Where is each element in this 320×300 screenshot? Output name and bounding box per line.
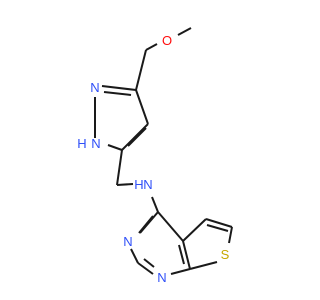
- bond-o-ch2: [145, 43, 158, 51]
- bonds: [94, 27, 233, 275]
- atom-n-pyrimidine-1: N: [157, 270, 166, 285]
- bond-c2-n1: [137, 262, 154, 275]
- atom-n-amine: N: [143, 177, 152, 192]
- bond-ch2-c3: [135, 49, 147, 91]
- bond-c4a-c4: [157, 211, 184, 242]
- bond-c6t-s: [228, 226, 233, 244]
- bond-c3-n2-inner: [103, 91, 132, 96]
- bond-c5-c4: [121, 123, 149, 151]
- atom-h-amine: H: [134, 177, 143, 192]
- bond-n1-c7a: [170, 268, 191, 275]
- structure-canvas: O N H N N H N N S: [77, 27, 233, 285]
- bond-c3-n2: [101, 85, 137, 91]
- atom-n-pyrazole-1: N: [91, 136, 100, 151]
- atom-o-methoxy: O: [162, 33, 172, 48]
- bond-c7a-c4a: [182, 240, 191, 270]
- bond-c4-c3: [135, 89, 149, 125]
- bond-n3-c2: [130, 248, 139, 264]
- molecule-structure: O N H N N H N N S: [77, 27, 233, 285]
- bond-c4-n3-inner: [138, 215, 154, 234]
- atom-s-thiophene: S: [221, 247, 230, 262]
- bond-c7a-c4a-inner: [178, 244, 185, 265]
- bond-nh-c4: [151, 196, 159, 213]
- bond-c5t-c6t-inner: [206, 224, 229, 232]
- atom-labels: O N H N N H N N S: [77, 33, 229, 285]
- bond-c5-ch2: [116, 149, 123, 186]
- bond-s-c7a: [189, 261, 218, 270]
- atom-n-pyrimidine-3: N: [123, 234, 132, 249]
- bond-c5t-c6t: [205, 218, 233, 228]
- atom-h-pyrazole-1: H: [77, 136, 86, 151]
- bond-c4a-c5t: [182, 218, 207, 242]
- bond-c2-n1-inner: [143, 258, 155, 268]
- bond-methyl-o: [177, 27, 192, 36]
- bond-c5-c4-inner: [127, 127, 147, 147]
- bond-ch2-nh: [116, 183, 134, 186]
- bond-n1-c5: [107, 144, 123, 151]
- atom-n-pyrazole-2: N: [90, 80, 99, 95]
